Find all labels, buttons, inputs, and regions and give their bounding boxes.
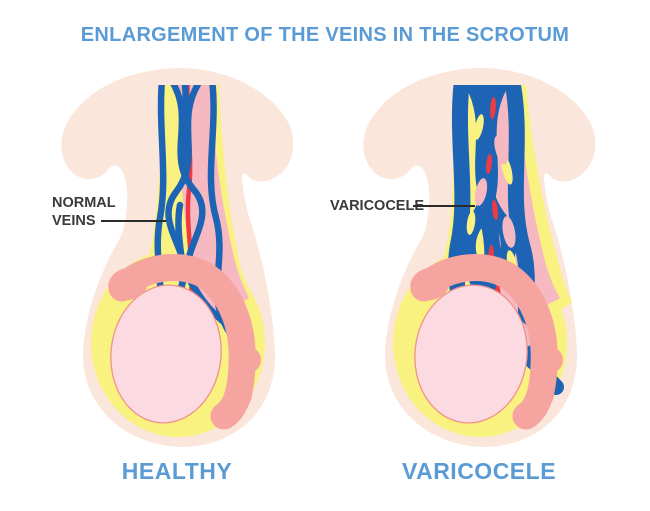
normal-veins-label-text: NORMAL VEINS	[52, 195, 116, 229]
varicocele-anatomy-illustration	[363, 68, 596, 447]
normal-veins-pointer-line	[101, 220, 166, 222]
healthy-anatomy-illustration	[61, 68, 294, 447]
epididymis	[410, 254, 563, 430]
varicocele-pointer-line	[413, 205, 475, 207]
normal-veins-label: NORMAL VEINS	[52, 195, 136, 230]
figure-healthy	[52, 60, 302, 450]
varicocele-label: VARICOCELE	[330, 198, 424, 216]
epididymis	[108, 254, 261, 430]
varicocele-label-text: VARICOCELE	[330, 198, 424, 214]
figure-varicocele	[354, 60, 604, 450]
testicle	[110, 284, 222, 424]
caption-healthy: HEALTHY	[121, 458, 233, 484]
testicle	[414, 284, 528, 424]
page-title: ENLARGEMENT OF THE VEINS IN THE SCROTUM	[80, 24, 570, 46]
caption-varicocele: VARICOCELE	[401, 458, 557, 484]
